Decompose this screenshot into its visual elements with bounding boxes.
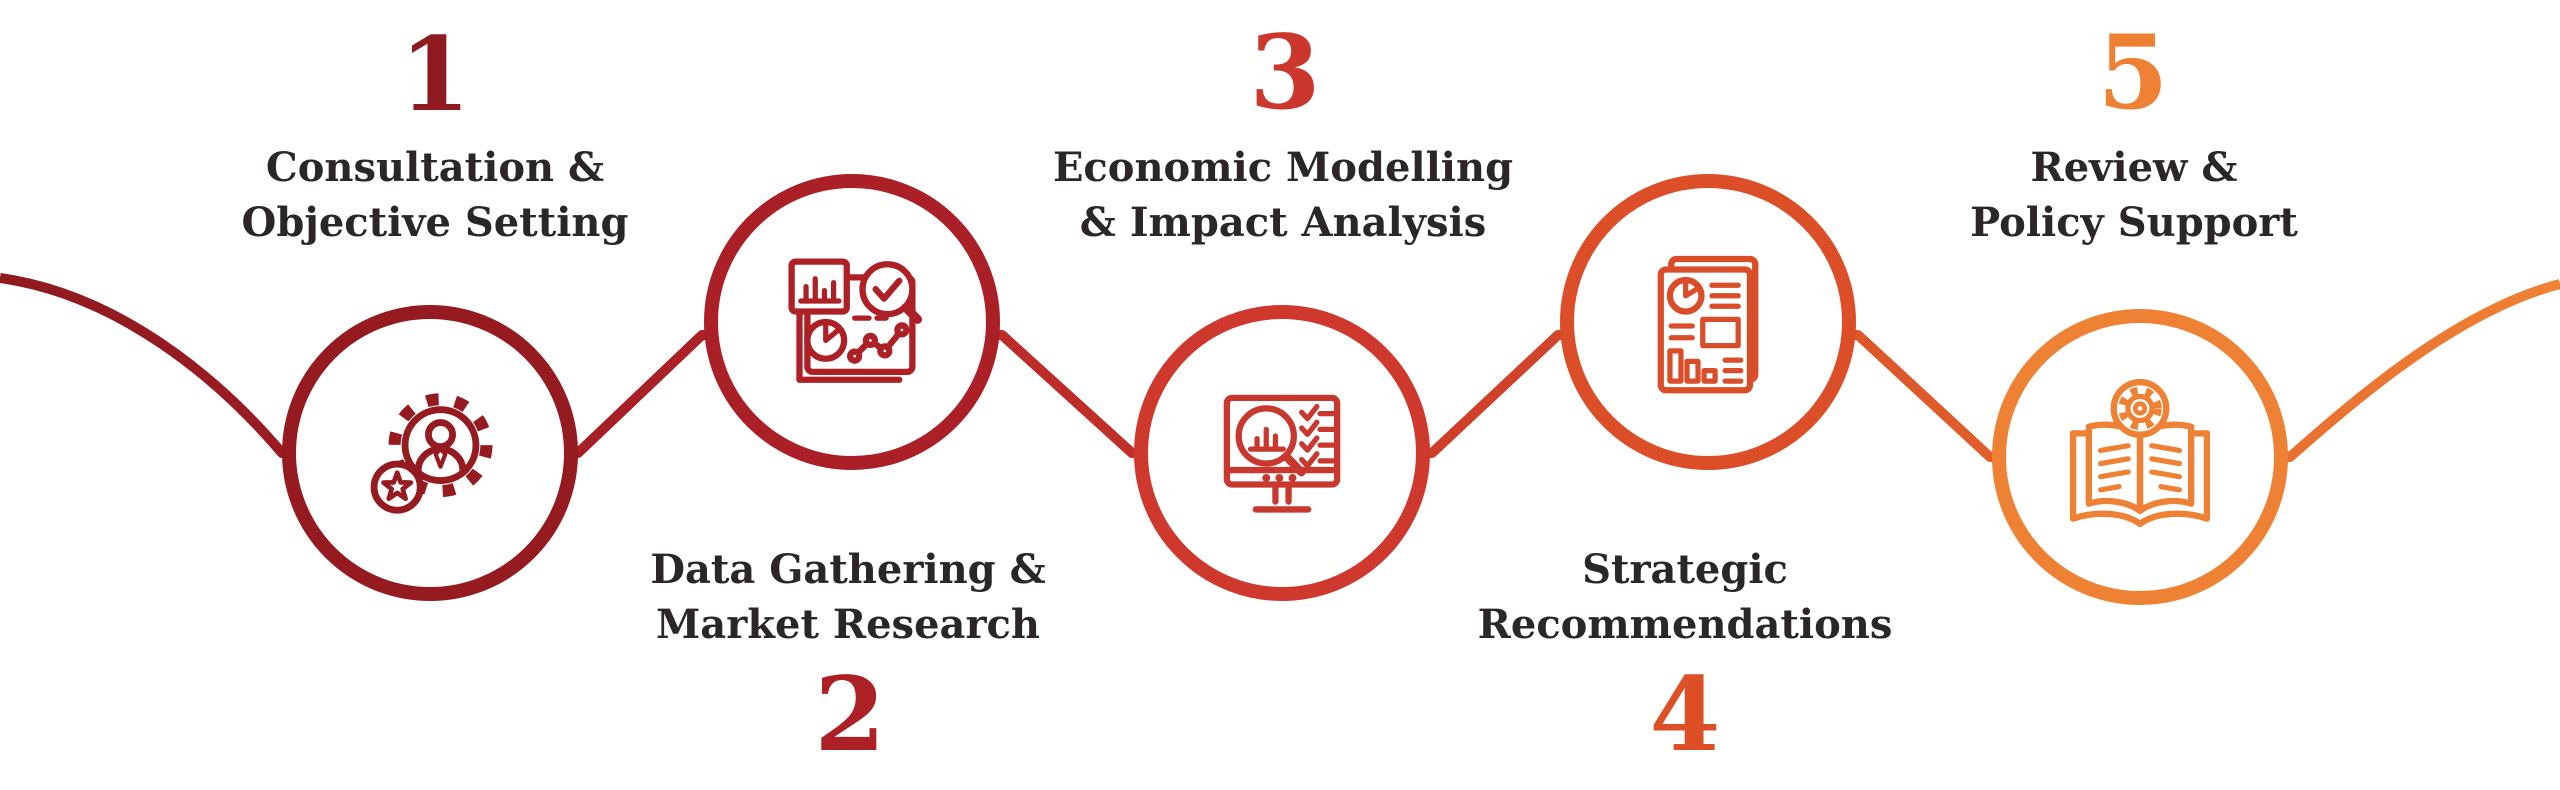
step-5-number: 5	[2097, 13, 2169, 133]
step-1-number: 1	[399, 15, 471, 135]
step-3-circle	[1134, 305, 1430, 601]
step-2-circle	[704, 174, 1000, 470]
step-1-label: Consultation & Objective Setting	[241, 144, 629, 247]
step-4-circle	[1560, 174, 1856, 470]
step-3-label: Economic Modelling & Impact Analysis	[1052, 144, 1514, 247]
report-document-charts-icon	[1657, 255, 1759, 394]
dashboard-charts-magnifier-check-icon	[788, 258, 923, 383]
gear-person-star-icon	[370, 393, 493, 514]
monitor-barchart-magnifier-checklist-icon	[1223, 394, 1341, 513]
step-4-label: Strategic Recommendations	[1477, 546, 1893, 649]
open-book-gear-icon	[2069, 379, 2211, 528]
step-1-circle	[282, 305, 578, 601]
step-5-label: Review & Policy Support	[1970, 144, 2298, 247]
step-5-circle	[1992, 309, 2288, 605]
step-4-number: 4	[1649, 655, 1721, 775]
step-2-number: 2	[814, 655, 886, 775]
step-2-label: Data Gathering & Market Research	[650, 546, 1046, 649]
step-3-number: 3	[1249, 13, 1321, 133]
